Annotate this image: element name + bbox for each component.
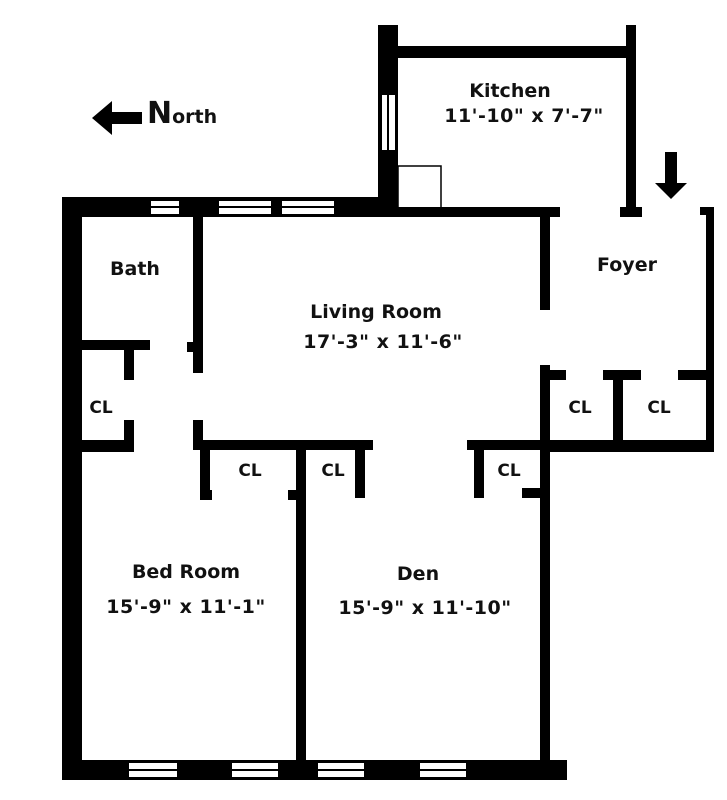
- closet-label-foyer-left: CL: [568, 398, 592, 418]
- den-dimensions: 15'-9" x 11'-10": [338, 597, 512, 619]
- north-rest: orth: [172, 106, 218, 128]
- closet-label-den-right: CL: [497, 461, 521, 481]
- north-arrow-icon: [92, 101, 142, 135]
- closet-label-foyer-right: CL: [647, 398, 671, 418]
- closet-label-bedroom: CL: [238, 461, 262, 481]
- bedroom-dimensions: 15'-9" x 11'-1": [106, 596, 266, 618]
- kitchen-name: Kitchen: [469, 80, 551, 102]
- closet-label-left: CL: [89, 398, 113, 418]
- windows: [129, 95, 466, 777]
- bath-name: Bath: [110, 258, 160, 280]
- foyer-name: Foyer: [597, 254, 657, 276]
- north-initial: N: [147, 96, 173, 131]
- kitchen-counter: [397, 165, 442, 209]
- kitchen-dimensions: 11'-10" x 7'-7": [444, 105, 604, 127]
- interior-walls: [80, 215, 714, 765]
- living-room-name: Living Room: [310, 301, 442, 323]
- den-name: Den: [396, 563, 440, 585]
- bedroom-name: Bed Room: [131, 561, 241, 583]
- closet-label-den-left: CL: [321, 461, 345, 481]
- entry-arrow-icon: [655, 152, 687, 199]
- living-room-dimensions: 17'-3" x 11'-6": [303, 331, 463, 353]
- north-label: North: [147, 96, 217, 131]
